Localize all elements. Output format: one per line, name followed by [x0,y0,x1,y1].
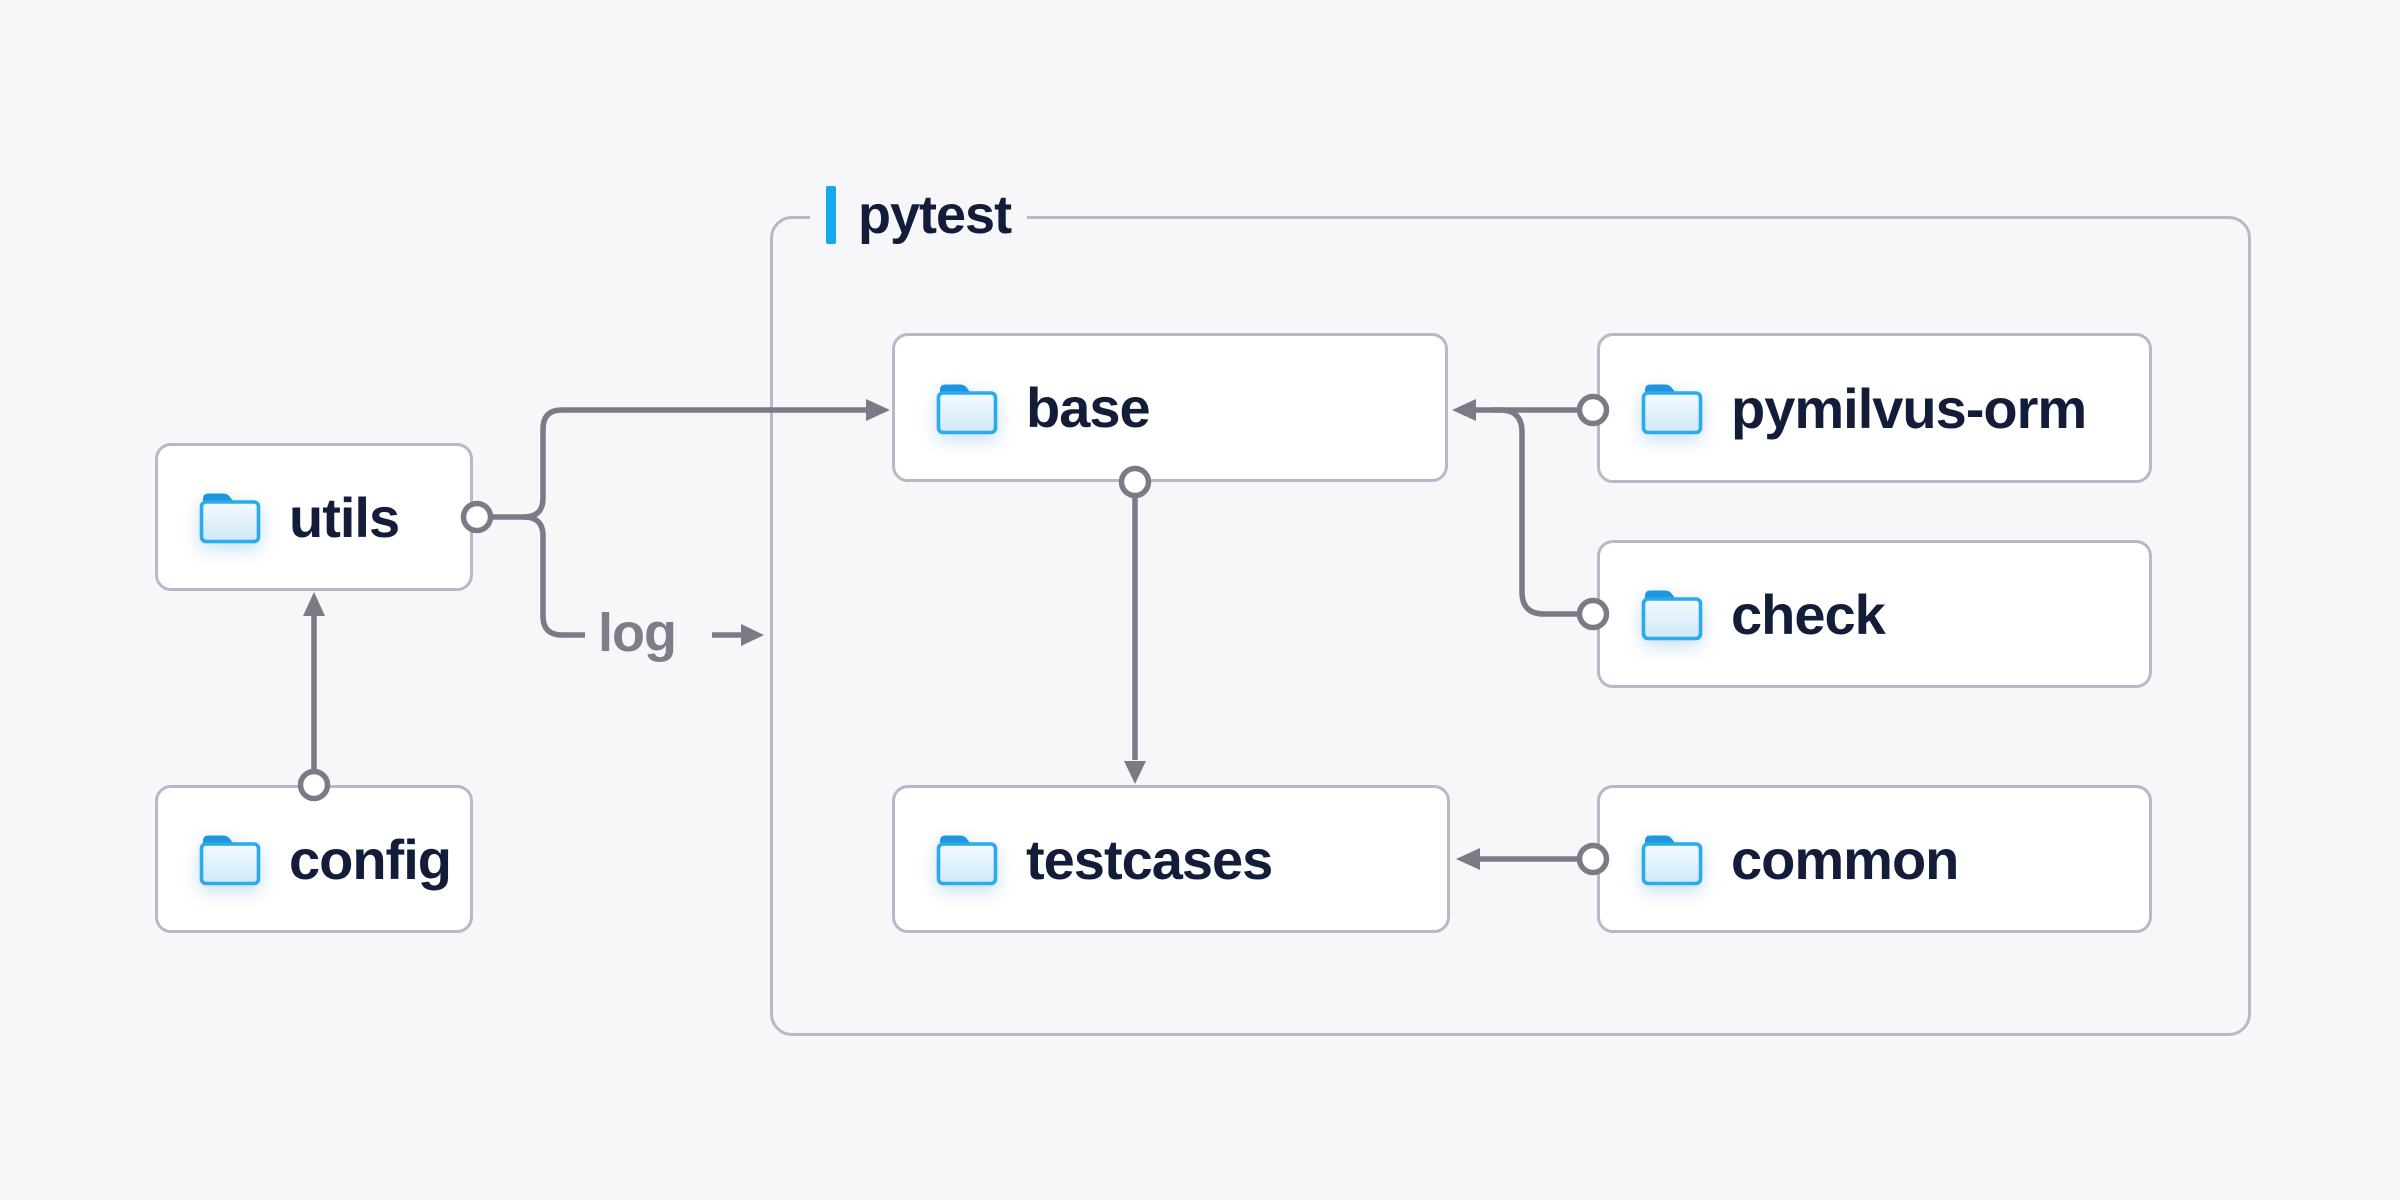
folder-icon [199,491,261,544]
node-check: check [1597,540,2152,688]
folder-icon [1641,382,1703,435]
node-label: pymilvus-orm [1731,376,2087,440]
node-config: config [155,785,473,933]
node-testcases: testcases [892,785,1450,933]
pytest-group-label: pytest [810,183,1028,247]
node-label: check [1731,582,1886,646]
node-label: base [1026,376,1151,439]
folder-icon [936,382,998,434]
node-label: utils [289,485,400,549]
folder-icon [1641,588,1703,641]
node-utils: utils [155,443,473,591]
node-base: base [892,333,1448,482]
node-label: common [1731,827,1959,891]
edge-label-log: log [598,603,677,663]
pytest-label-accent-bar [826,186,836,244]
node-label: config [289,827,452,891]
pytest-group-title: pytest [858,185,1012,245]
edge-config-utils [297,592,331,802]
folder-icon [1641,833,1703,886]
node-common: common [1597,785,2152,933]
folder-icon [199,833,261,886]
pytest-group-container [770,216,2251,1036]
node-label: testcases [1026,827,1273,891]
node-pymilvus-orm: pymilvus-orm [1597,333,2152,483]
folder-icon [936,833,998,886]
